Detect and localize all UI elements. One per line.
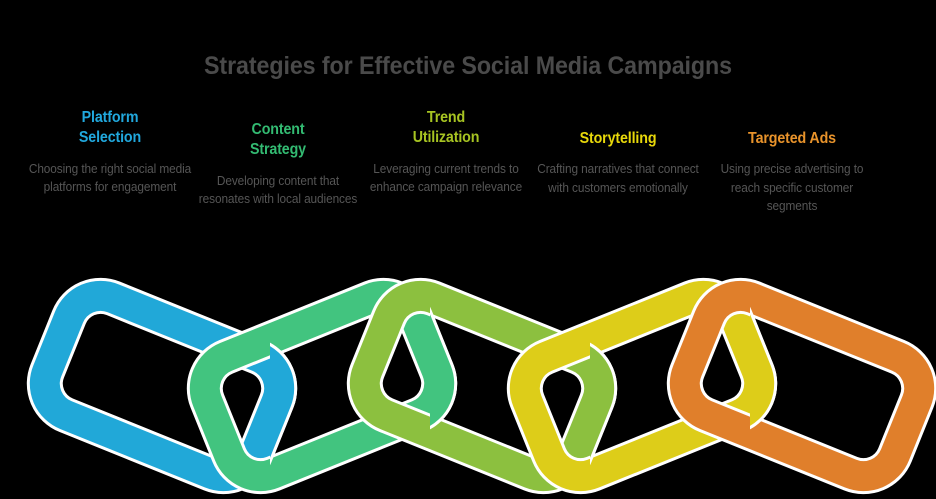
strategy-column-storytelling: Storytelling Crafting narratives that co… [530, 129, 706, 197]
page-title: Strategies for Effective Social Media Ca… [204, 52, 732, 80]
link-storytelling [506, 277, 778, 495]
column-heading-line-2: Utilization [412, 129, 480, 147]
column-heading: Storytelling [537, 129, 699, 149]
column-heading: Content Strategy [197, 120, 359, 161]
strategy-column-trend-utilization: Trend Utilization Leveraging current tre… [358, 108, 534, 196]
link-trend-utilization [346, 277, 618, 495]
column-heading-line-2: Strategy [250, 141, 306, 159]
link-content-strategy [186, 277, 458, 495]
column-heading: Targeted Ads [707, 129, 876, 149]
column-heading-line-1: Trend [426, 109, 466, 126]
strategy-columns: Platform Selection Choosing the right so… [0, 100, 936, 270]
column-description: Choosing the right social media platform… [28, 161, 192, 195]
strategy-column-targeted-ads: Targeted Ads Using precise advertising t… [700, 129, 884, 215]
column-heading: Trend Utilization [365, 108, 527, 149]
link-body [29, 280, 295, 492]
column-description: Developing content that resonates with l… [198, 173, 358, 207]
chain-link-group-base [26, 277, 936, 495]
column-heading-line-1: Content [251, 121, 305, 138]
column-description: Using precise advertising to reach speci… [720, 162, 864, 213]
column-heading-line-2: Selection [78, 129, 142, 147]
column-heading: Platform Selection [29, 108, 191, 149]
link-body [669, 280, 935, 492]
chain-links-graphic [0, 274, 936, 499]
link-body [189, 280, 455, 492]
chain-svg [26, 277, 936, 495]
column-description: Leveraging current trends to enhance cam… [369, 161, 523, 195]
link-body [349, 280, 615, 492]
link-platform-selection [26, 277, 298, 495]
strategy-column-content-strategy: Content Strategy Developing content that… [190, 120, 366, 208]
column-heading-line-1: Targeted Ads [748, 130, 836, 147]
link-targeted-ads [666, 277, 936, 495]
link-body [509, 280, 775, 492]
column-heading-line-1: Storytelling [579, 130, 657, 147]
column-heading-line-1: Platform [81, 109, 139, 126]
strategy-column-platform-selection: Platform Selection Choosing the right so… [22, 108, 198, 196]
column-description: Crafting narratives that connect with cu… [537, 162, 699, 195]
